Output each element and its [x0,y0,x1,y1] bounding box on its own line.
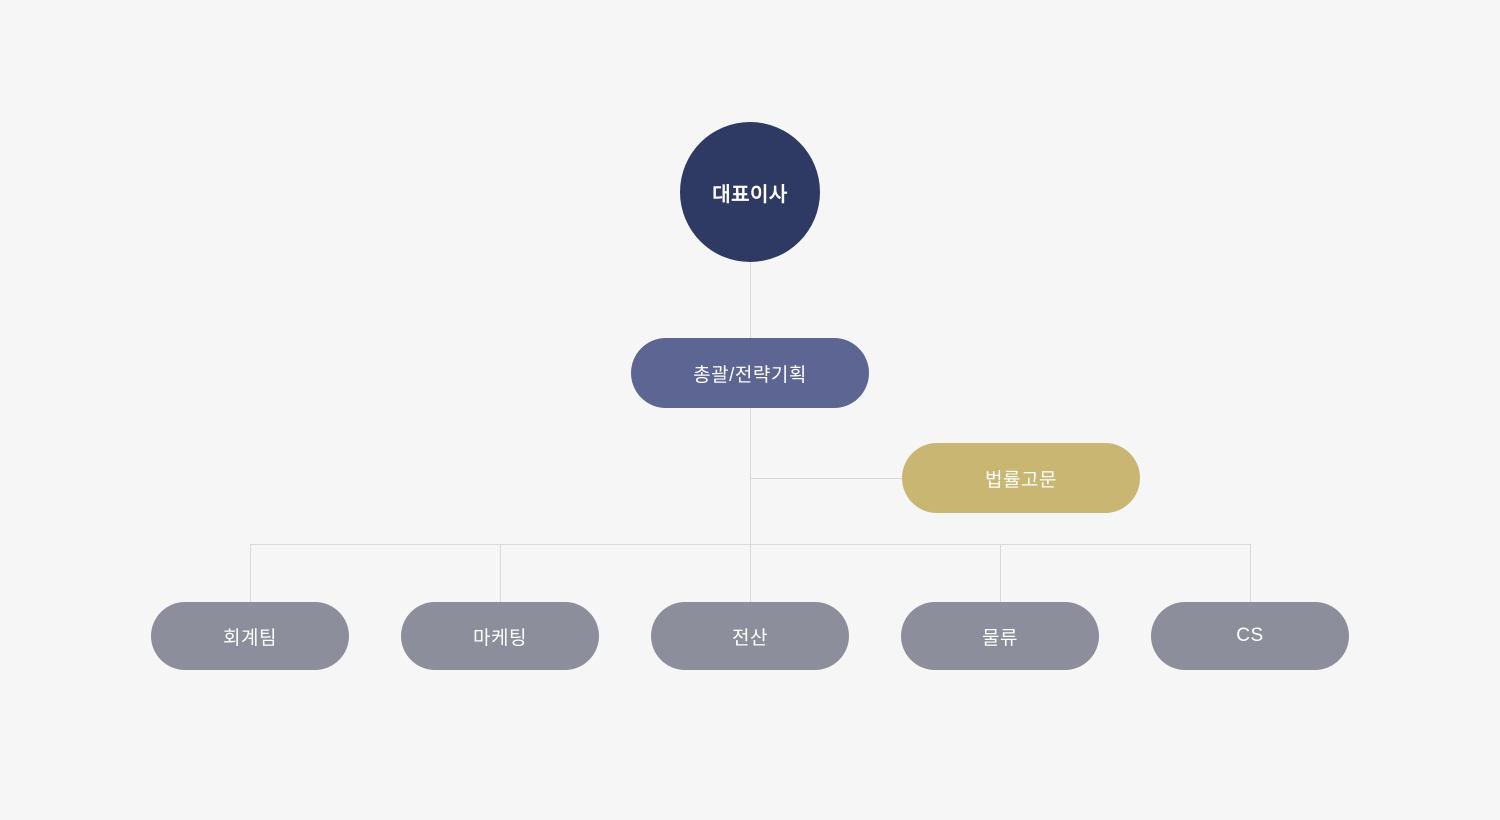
connector-drop-logistics [1000,544,1001,602]
node-strategy-planning: 총괄/전략기획 [631,338,869,408]
connector-root-to-planning [750,262,751,338]
connector-department-bus [250,544,1251,545]
node-dept-logistics-label: 물류 [982,627,1018,649]
connector-drop-marketing [500,544,501,602]
node-dept-it: 전산 [651,602,849,670]
node-ceo: 대표이사 [680,122,820,262]
node-dept-accounting: 회계팀 [151,602,349,670]
node-dept-marketing: 마케팅 [401,602,599,670]
node-dept-logistics: 물류 [901,602,1099,670]
connector-drop-accounting [250,544,251,602]
node-legal-advisor-label: 법률고문 [985,469,1057,491]
node-dept-accounting-label: 회계팀 [223,627,277,649]
node-dept-cs-label: CS [1236,625,1264,646]
node-dept-it-label: 전산 [732,627,768,649]
node-legal-advisor: 법률고문 [902,443,1140,513]
node-strategy-planning-label: 총괄/전략기획 [693,364,807,386]
node-dept-marketing-label: 마케팅 [473,627,527,649]
connector-planning-to-depts [750,408,751,602]
node-dept-cs: CS [1151,602,1349,670]
connector-drop-cs [1250,544,1251,602]
connector-trunk-to-advisor [750,478,902,479]
node-ceo-label: 대표이사 [712,183,788,206]
